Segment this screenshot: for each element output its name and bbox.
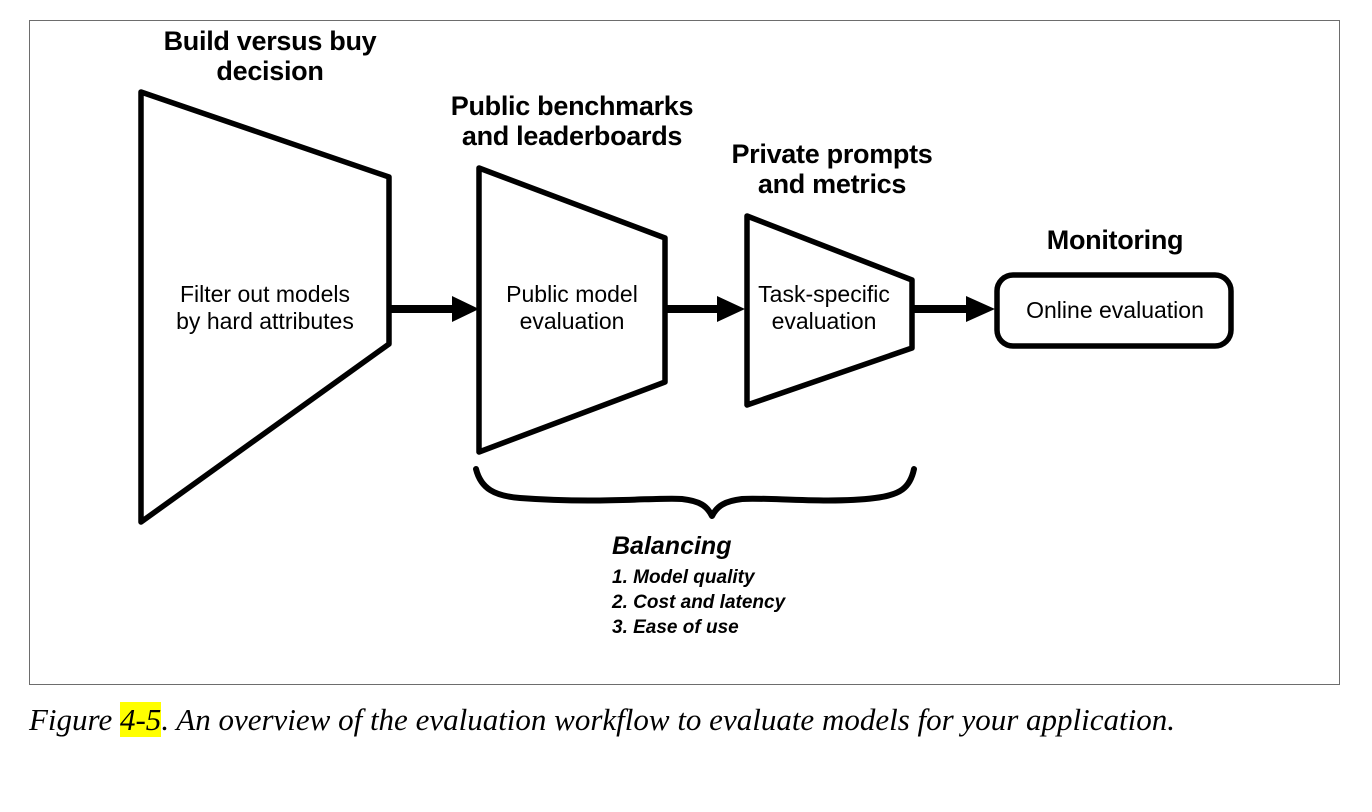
- balancing-heading: Balancing: [612, 532, 732, 560]
- stage-body-task-specific-evaluation: Task-specific evaluation: [758, 281, 890, 334]
- stage-title-task-specific-evaluation: Private prompts and metrics: [731, 139, 933, 200]
- caption-prefix: Figure: [29, 702, 120, 737]
- caption-number-highlight: 4-5: [119, 702, 162, 737]
- caption-rest: . An overview of the evaluation workflow…: [161, 702, 1175, 737]
- balancing-item: 3. Ease of use: [612, 617, 739, 639]
- stage-title-monitoring: Monitoring: [1046, 225, 1184, 255]
- balancing-item: 2. Cost and latency: [612, 591, 786, 613]
- stage-title-public-model-evaluation: Public benchmarks and leaderboards: [450, 91, 694, 152]
- balancing-list: 1. Model quality 2. Cost and latency 3. …: [612, 565, 1032, 641]
- balancing-item: 1. Model quality: [612, 566, 755, 588]
- balancing-annotation: Balancing 1. Model quality 2. Cost and l…: [612, 532, 1032, 641]
- figure-caption: Figure 4-5. An overview of the evaluatio…: [29, 700, 1209, 741]
- stage-body-online-evaluation: Online evaluation: [1026, 297, 1204, 323]
- stage-title-build-versus-buy: Build versus buy decision: [163, 26, 377, 87]
- stage-body-public-model-evaluation: Public model evaluation: [506, 281, 638, 334]
- stage-body-build-versus-buy: Filter out models by hard attributes: [176, 281, 354, 334]
